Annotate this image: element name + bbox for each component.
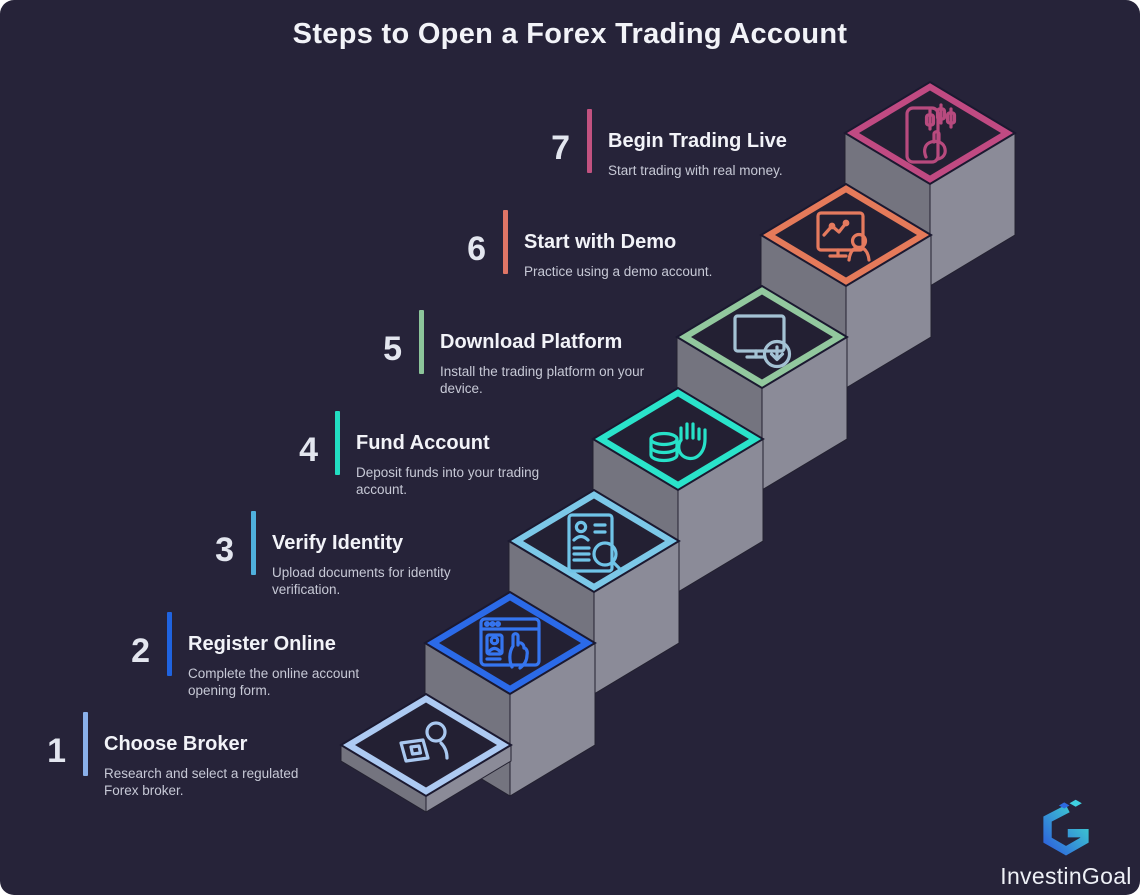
phone-trading-icon	[905, 103, 957, 164]
demo-monitor-icon	[816, 211, 871, 262]
step-4-label: 4 Fund Account Deposit funds into your t…	[276, 411, 568, 498]
step-title: Register Online	[188, 633, 336, 655]
step-7-label: 7 Begin Trading Live Start trading with …	[528, 109, 820, 179]
step-3-platform	[507, 488, 681, 695]
step-description: Upload documents for identity verificati…	[272, 565, 451, 598]
brand-mark-icon	[1043, 799, 1089, 856]
person-laptop-icon	[399, 721, 449, 763]
step-description: Start trading with real money.	[608, 163, 783, 178]
step-number: 3	[215, 531, 234, 569]
step-1-platform	[339, 692, 513, 813]
step-number: 4	[299, 431, 318, 469]
step-accent-bar	[419, 310, 424, 374]
step-accent-bar	[503, 210, 508, 274]
step-2-label: 2 Register Online Complete the online ac…	[108, 612, 400, 699]
step-3-label: 3 Verify Identity Upload documents for i…	[192, 511, 484, 598]
step-1-label: 1 Choose Broker Research and select a re…	[24, 712, 316, 799]
step-title: Fund Account	[356, 432, 490, 454]
step-number: 5	[383, 330, 402, 368]
step-accent-bar	[83, 712, 88, 776]
step-description: Practice using a demo account.	[524, 264, 713, 279]
brand-name: InvestinGoal	[1000, 863, 1132, 889]
step-accent-bar	[587, 109, 592, 173]
registration-form-icon	[479, 617, 541, 670]
step-number: 7	[551, 129, 570, 167]
step-accent-bar	[251, 511, 256, 575]
step-accent-bar	[335, 411, 340, 475]
step-title: Start with Demo	[524, 231, 677, 253]
step-number: 6	[467, 230, 486, 268]
step-accent-bar	[167, 612, 172, 676]
step-description: Complete the online account opening form…	[188, 666, 360, 699]
step-title: Choose Broker	[104, 733, 248, 755]
step-6-label: 6 Start with Demo Practice using a demo …	[444, 210, 736, 280]
step-number: 1	[47, 732, 66, 770]
hand-coins-icon	[649, 422, 707, 463]
step-title: Begin Trading Live	[608, 130, 787, 152]
monitor-download-icon	[733, 314, 792, 369]
page-title: Steps to Open a Forex Trading Account	[292, 18, 848, 50]
step-description: Deposit funds into your trading account.	[356, 465, 540, 498]
identity-search-icon	[567, 513, 623, 573]
step-title: Download Platform	[440, 331, 623, 353]
step-title: Verify Identity	[272, 532, 404, 554]
brand-logo: InvestinGoal	[998, 798, 1134, 890]
step-description: Install the trading platform on your dev…	[440, 364, 645, 397]
step-number: 2	[131, 632, 150, 670]
step-5-label: 5 Download Platform Install the trading …	[360, 310, 652, 397]
step-description: Research and select a regulated Forex br…	[104, 766, 299, 799]
